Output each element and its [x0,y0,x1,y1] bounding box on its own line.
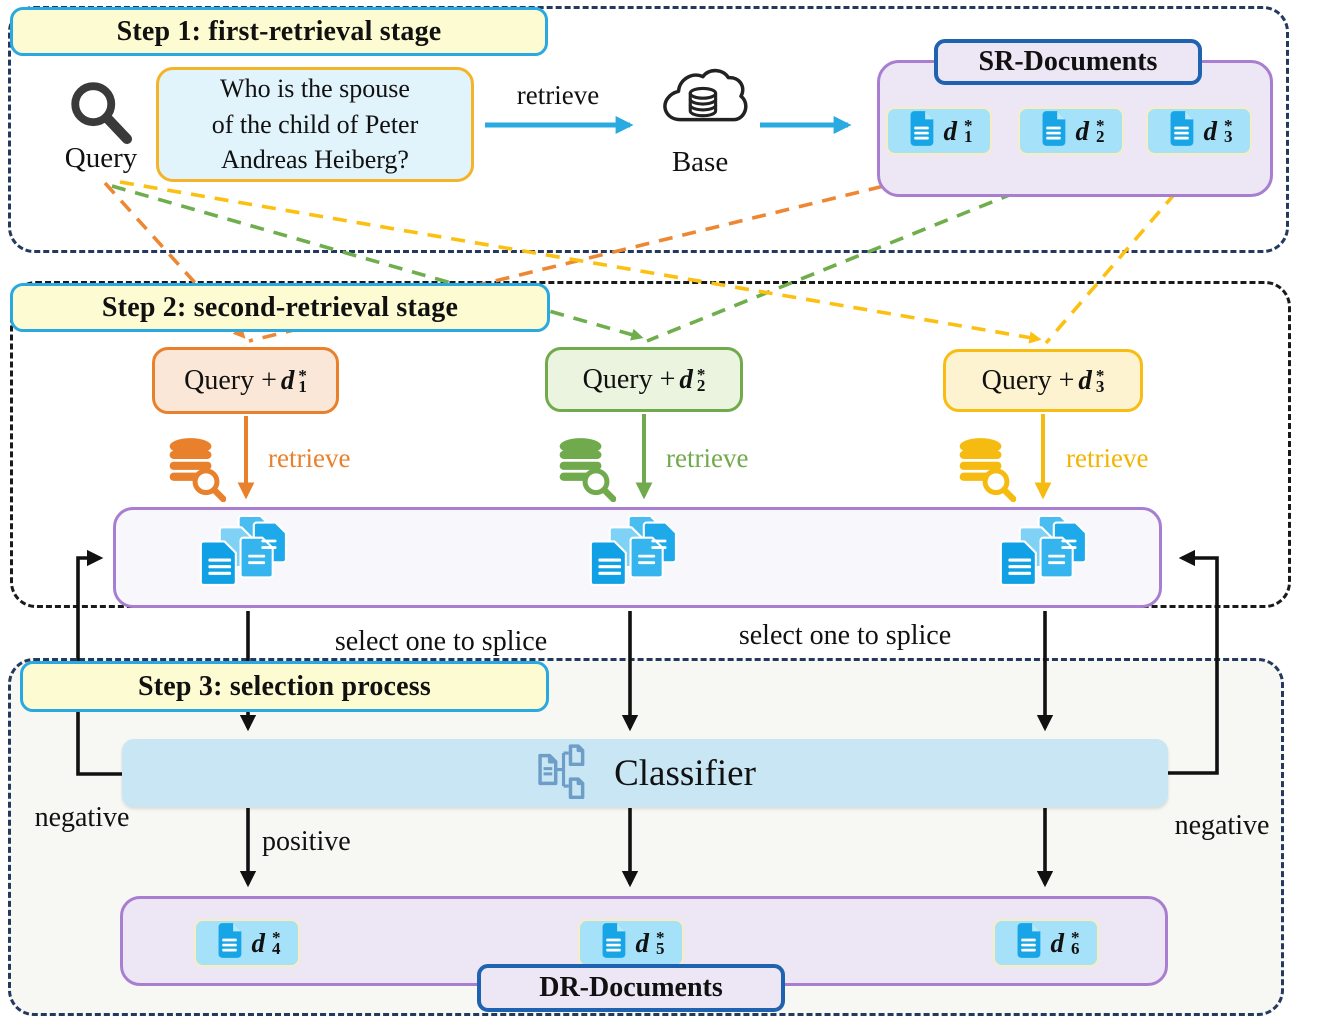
database-search-icon-orange [166,436,227,507]
document-stack-icon-3 [998,513,1102,608]
dr-documents-title: DR-Documents [539,972,723,1003]
doc-var: d [635,927,650,958]
document-icon [1166,110,1197,152]
retrieve-label-branch1: retrieve [268,443,351,473]
document-icon [1013,922,1044,964]
qd-index: *1 [298,365,307,396]
qd-prefix: Query + [582,363,676,395]
step2-label: Step 2: second-retrieval stage [10,283,550,332]
negative-label-right: negative [1174,810,1270,841]
retrieve-label-step1-text: retrieve [516,80,600,110]
doc-chip-d3: d*3 [1146,107,1252,155]
doc-chip-d5: d*5 [578,919,684,967]
query-label: Query [42,142,160,175]
step1-label-text: Step 1: first-retrieval stage [116,15,442,47]
doc-var: d [1075,115,1090,146]
sr-documents-title: SR-Documents [978,46,1158,77]
database-search-icon-yellow [956,436,1017,507]
retrieve-label-step1: retrieve [494,80,622,111]
document-icon [906,110,937,152]
select-splice-label-right: select one to splice [738,620,952,651]
doc-index: *4 [272,928,281,959]
doc-index: *3 [1224,116,1233,147]
doc-chip-d4: d*4 [194,919,300,967]
step3-label-text: Step 3: selection process [138,670,431,702]
doc-chip-d2: d*2 [1018,107,1124,155]
step2-label-text: Step 2: second-retrieval stage [101,291,459,323]
doc-var: d [1203,115,1218,146]
document-icon [598,922,629,964]
document-stack-icon-2 [588,513,692,608]
qd-index: *3 [1095,365,1105,396]
sr-documents-badge: SR-Documents [934,39,1202,85]
base-cloud-database-icon [650,64,750,146]
query-plus-d2-box: Query + d*2 [545,347,743,412]
doc-var: d [943,115,958,146]
classifier-label: Classifier [614,752,756,794]
doc-chip-d1: d*1 [886,107,992,155]
doc-var: d [1050,927,1065,958]
qd-prefix: Query + [981,364,1075,396]
database-search-icon-green [556,436,617,507]
query-plus-d3-box: Query + d*3 [943,349,1143,412]
doc-var: d [251,927,266,958]
document-icon [1038,110,1069,152]
retrieve-label-branch3: retrieve [1066,443,1149,473]
query-plus-d1-box: Query + d*1 [152,347,339,414]
step3-label: Step 3: selection process [20,661,549,712]
question-text: Who is the spouse of the child of Peter … [211,73,419,175]
query-label-text: Query [64,142,138,174]
base-label-text: Base [671,146,729,178]
qd-var: d [280,365,295,395]
query-search-icon [64,76,136,148]
step1-label: Step 1: first-retrieval stage [10,7,548,56]
document-icon [214,922,245,964]
retrieve-label-branch2: retrieve [666,443,749,473]
question-box: Who is the spouse of the child of Peter … [156,67,474,182]
positive-label: positive [262,826,351,857]
document-stack-icon-1 [198,513,302,608]
qd-var: d [679,364,693,394]
negative-label-left: negative [34,802,130,833]
qd-index: *2 [696,364,706,395]
doc-index: *6 [1071,928,1080,959]
select-splice-label-left: select one to splice [334,626,548,657]
classifier-bar: Classifier [122,739,1168,807]
doc-index: *1 [964,116,973,147]
qd-prefix: Query + [184,364,277,396]
dr-documents-badge: DR-Documents [477,964,785,1012]
classifier-icon [534,744,600,802]
qd-var: d [1078,365,1092,395]
base-label: Base [650,146,750,179]
doc-chip-d6: d*6 [993,919,1099,967]
doc-index: *5 [656,928,665,959]
doc-index: *2 [1096,116,1105,147]
